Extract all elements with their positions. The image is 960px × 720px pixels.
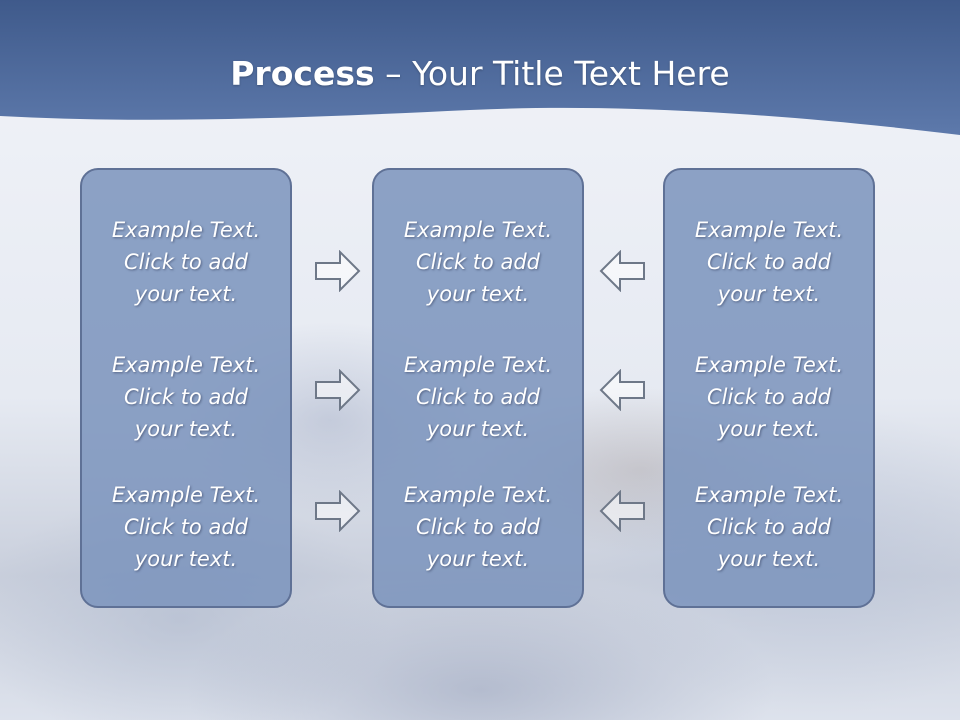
item-line-1: Example Text. xyxy=(694,353,844,377)
item-line-2: Click to add xyxy=(706,385,831,409)
item-line-2: Click to add xyxy=(123,250,248,274)
item-line-2: Click to add xyxy=(123,515,248,539)
arrow-right-icon xyxy=(315,369,361,411)
item-line-3: your text. xyxy=(717,282,821,306)
item-line-1: Example Text. xyxy=(111,483,261,507)
item-line-3: your text. xyxy=(426,417,530,441)
item-line-2: Click to add xyxy=(415,250,540,274)
item-line-2: Click to add xyxy=(123,385,248,409)
item-line-3: your text. xyxy=(717,547,821,571)
process-item[interactable]: Example Text. Click to add your text. xyxy=(82,349,290,445)
arrow-left-icon xyxy=(599,490,645,532)
item-line-2: Click to add xyxy=(706,250,831,274)
item-line-3: your text. xyxy=(717,417,821,441)
title-bold: Process xyxy=(230,54,375,93)
item-line-3: your text. xyxy=(134,547,238,571)
process-item[interactable]: Example Text. Click to add your text. xyxy=(665,349,873,445)
item-line-1: Example Text. xyxy=(111,353,261,377)
arrow-right-icon xyxy=(315,250,361,292)
item-line-2: Click to add xyxy=(706,515,831,539)
item-line-3: your text. xyxy=(134,417,238,441)
title-banner xyxy=(0,0,960,135)
arrow-left-icon xyxy=(599,369,645,411)
process-box-center[interactable]: Example Text. Click to add your text. Ex… xyxy=(372,168,584,608)
item-line-1: Example Text. xyxy=(111,218,261,242)
process-item[interactable]: Example Text. Click to add your text. xyxy=(665,214,873,310)
item-line-3: your text. xyxy=(426,282,530,306)
process-item[interactable]: Example Text. Click to add your text. xyxy=(374,349,582,445)
item-line-1: Example Text. xyxy=(403,218,553,242)
item-line-3: your text. xyxy=(134,282,238,306)
process-item[interactable]: Example Text. Click to add your text. xyxy=(374,479,582,575)
title-text: – Your Title Text Here xyxy=(374,54,730,93)
item-line-2: Click to add xyxy=(415,515,540,539)
item-line-2: Click to add xyxy=(415,385,540,409)
process-box-right[interactable]: Example Text. Click to add your text. Ex… xyxy=(663,168,875,608)
item-line-3: your text. xyxy=(426,547,530,571)
item-line-1: Example Text. xyxy=(694,218,844,242)
process-item[interactable]: Example Text. Click to add your text. xyxy=(82,214,290,310)
item-line-1: Example Text. xyxy=(694,483,844,507)
process-item[interactable]: Example Text. Click to add your text. xyxy=(374,214,582,310)
process-box-left[interactable]: Example Text. Click to add your text. Ex… xyxy=(80,168,292,608)
arrow-right-icon xyxy=(315,490,361,532)
item-line-1: Example Text. xyxy=(403,353,553,377)
item-line-1: Example Text. xyxy=(403,483,553,507)
arrow-left-icon xyxy=(599,250,645,292)
slide-title: Process – Your Title Text Here xyxy=(0,52,960,96)
process-item[interactable]: Example Text. Click to add your text. xyxy=(82,479,290,575)
process-item[interactable]: Example Text. Click to add your text. xyxy=(665,479,873,575)
